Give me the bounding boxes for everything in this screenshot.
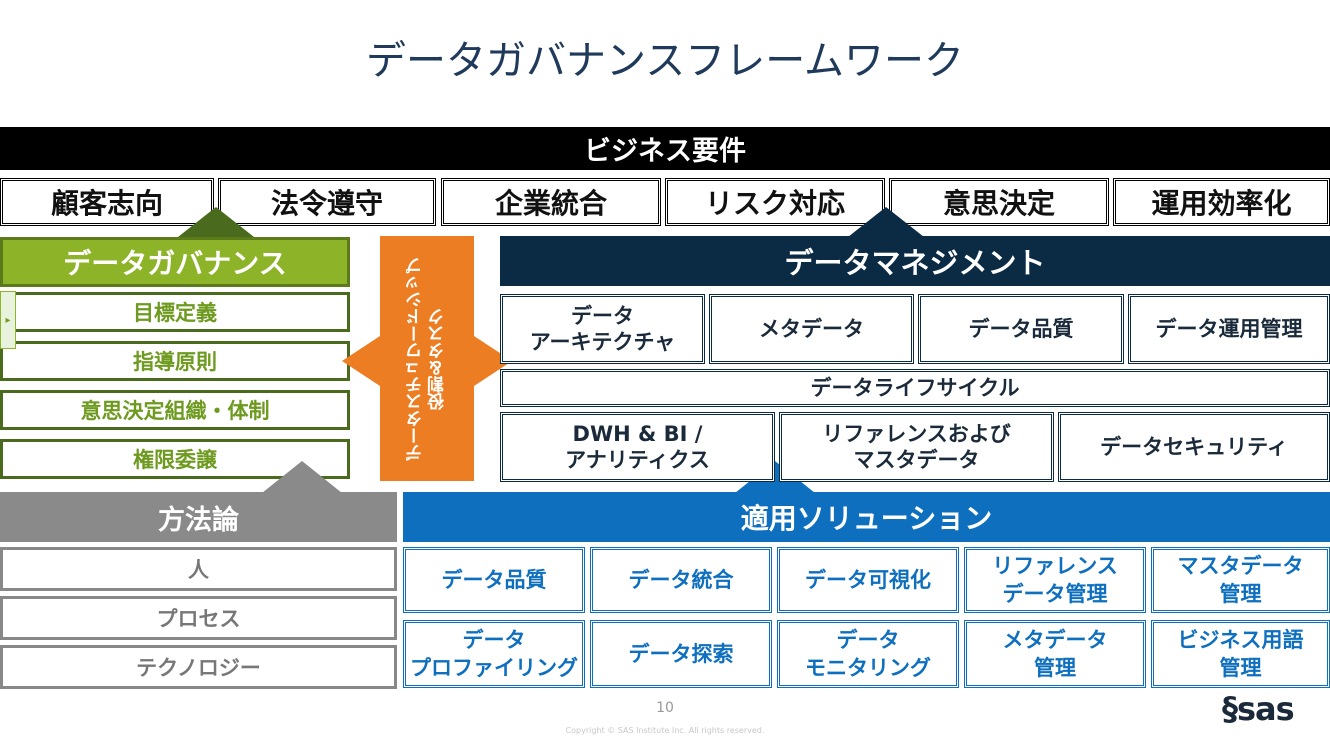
page-number: 10 <box>656 700 674 716</box>
dm-item-security: データセキュリティ <box>1058 412 1330 482</box>
requirement-customer: 顧客志向 <box>0 178 214 226</box>
stewardship-arrow-right-icon <box>474 336 512 386</box>
governance-pointer-icon <box>178 207 254 237</box>
methodology-pointer-icon <box>262 461 342 493</box>
dm-item-architecture: データ アーキテクチャ <box>500 294 705 364</box>
governance-item-organization: 意思決定組織・体制 <box>0 390 350 430</box>
requirement-compliance: 法令遵守 <box>218 178 436 226</box>
dm-item-operations: データ運用管理 <box>1128 294 1330 364</box>
stewardship-label: データスチュワードシップ 役割＆タスク <box>406 256 448 461</box>
solution-data-profiling: データ プロファイリング <box>403 620 585 688</box>
dm-item-reference-master: リファレンスおよび マスタデータ <box>779 412 1054 482</box>
methodology-item-process: プロセス <box>0 596 397 640</box>
dm-item-dwh-bi: DWH & BI / アナリティクス <box>500 412 775 482</box>
governance-item-goal: 目標定義 <box>0 292 350 332</box>
data-management-header: データマネジメント <box>500 236 1330 286</box>
solution-master-data: マスタデータ 管理 <box>1151 547 1330 613</box>
requirement-risk: リスク対応 <box>665 178 885 226</box>
methodology-item-technology: テクノロジー <box>0 645 397 689</box>
stewardship-label-wrap: データスチュワードシップ 役割＆タスク <box>380 236 474 481</box>
solution-metadata: メタデータ 管理 <box>964 620 1146 688</box>
methodology-item-people: 人 <box>0 547 397 591</box>
requirement-decision: 意思決定 <box>889 178 1109 226</box>
data-governance-header: データガバナンス <box>0 237 350 287</box>
expand-tab-icon[interactable]: ▸ <box>0 291 16 349</box>
dm-item-metadata: メタデータ <box>709 294 914 364</box>
solution-data-visualization: データ可視化 <box>777 547 959 613</box>
business-requirements-header: ビジネス要件 <box>0 127 1330 170</box>
requirement-efficiency: 運用効率化 <box>1113 178 1330 226</box>
copyright-text: Copyright © SAS Institute Inc. All right… <box>565 726 765 735</box>
solution-data-integration: データ統合 <box>590 547 772 613</box>
governance-item-delegation: 権限委譲 <box>0 439 350 479</box>
governance-item-principles: 指導原則 <box>0 341 350 381</box>
management-pointer-icon <box>848 207 924 237</box>
dm-item-quality: データ品質 <box>918 294 1124 364</box>
solution-data-quality: データ品質 <box>403 547 585 613</box>
solutions-pointer-icon <box>735 461 815 493</box>
requirement-integration: 企業統合 <box>441 178 661 226</box>
solution-reference-data: リファレンス データ管理 <box>964 547 1146 613</box>
solution-data-monitoring: データ モニタリング <box>777 620 959 688</box>
methodology-header: 方法論 <box>0 492 397 542</box>
solutions-header: 適用ソリューション <box>403 492 1330 542</box>
page-title: データガバナンスフレームワーク <box>366 38 964 84</box>
stewardship-arrow-left-icon <box>342 336 380 386</box>
sas-logo: §sas <box>1222 690 1295 728</box>
solution-business-glossary: ビジネス用語 管理 <box>1151 620 1330 688</box>
stewardship-panel <box>380 236 474 481</box>
dm-lifecycle: データライフサイクル <box>500 369 1330 407</box>
solution-data-exploration: データ探索 <box>590 620 772 688</box>
